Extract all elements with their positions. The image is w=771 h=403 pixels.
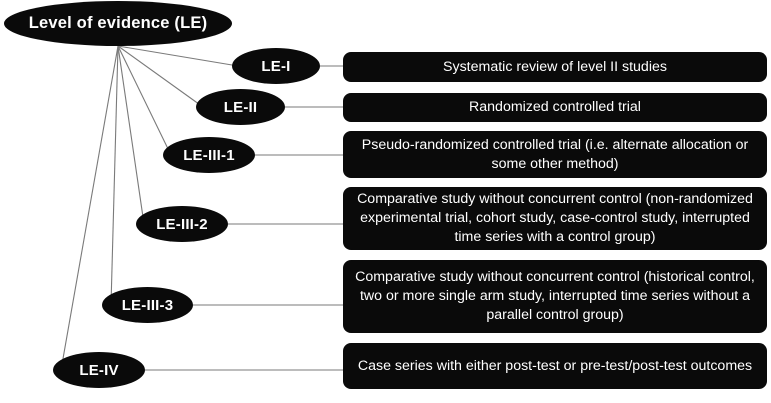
description-box-le-iv[interactable]: Case series with either post-test or pre…: [343, 343, 767, 389]
description-box-le-i[interactable]: Systematic review of level II studies: [343, 52, 767, 82]
node-le-iii-2[interactable]: LE-III-2: [136, 206, 228, 242]
connector-root-to-le-iii-2: [117, 45, 145, 225]
connector-root-to-le-ii: [117, 45, 204, 108]
node-le-ii[interactable]: LE-II: [196, 89, 285, 125]
description-box-le-iii-3[interactable]: Comparative study without concurrent con…: [343, 260, 767, 333]
description-box-le-iii-2[interactable]: Comparative study without concurrent con…: [343, 187, 767, 250]
description-text-le-iii-1: Pseudo-randomized controlled trial (i.e.…: [361, 136, 749, 172]
node-le-iv[interactable]: LE-IV: [53, 352, 145, 388]
root-node-level-of-evidence[interactable]: Level of evidence (LE): [4, 1, 232, 46]
description-text-le-i: Systematic review of level II studies: [443, 58, 667, 75]
description-box-le-iii-1[interactable]: Pseudo-randomized controlled trial (i.e.…: [343, 131, 767, 178]
connector-root-to-le-i: [117, 45, 239, 67]
description-text-le-iv: Case series with either post-test or pre…: [357, 357, 753, 374]
description-box-le-ii[interactable]: Randomized controlled trial: [343, 93, 767, 122]
connector-root-to-le-iii-1: [117, 45, 172, 156]
node-le-i[interactable]: LE-I: [232, 48, 320, 84]
description-text-le-ii: Randomized controlled trial: [469, 99, 641, 116]
node-le-iii-1[interactable]: LE-III-1: [163, 137, 255, 173]
connector-root-to-le-iii-3: [110, 45, 119, 306]
connector-root-to-le-iv: [60, 45, 119, 371]
description-text-le-iii-3: Comparative study without concurrent con…: [355, 269, 755, 323]
description-text-le-iii-2: Comparative study without concurrent con…: [357, 191, 753, 245]
node-le-iii-3[interactable]: LE-III-3: [102, 287, 193, 323]
